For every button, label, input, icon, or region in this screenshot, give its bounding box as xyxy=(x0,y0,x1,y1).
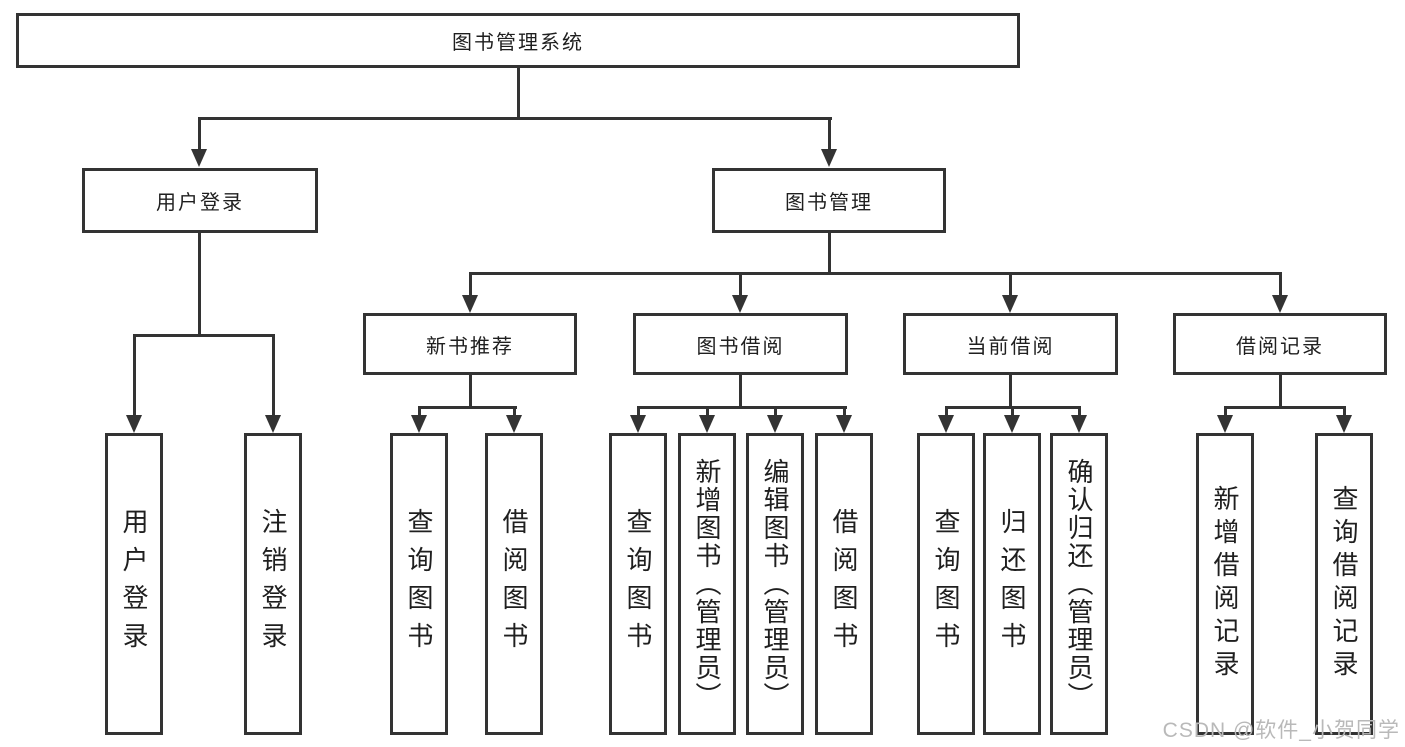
node-book-management: 图书管理 xyxy=(712,168,946,233)
leaf-query-books-recommend-label: 查询图书 xyxy=(404,508,434,660)
leaf-confirm-return-admin-label: 确认归还（管理员） xyxy=(1064,458,1094,710)
arrow-down-icon xyxy=(767,415,783,433)
connector-root-stub xyxy=(517,68,520,119)
leaf-query-books-borrow-label: 查询图书 xyxy=(623,508,653,660)
arrow-down-icon xyxy=(821,149,837,167)
leaf-query-books-recommend: 查询图书 xyxy=(390,433,448,735)
leaf-borrow-books: 借阅图书 xyxy=(815,433,873,735)
arrow-down-icon xyxy=(1004,415,1020,433)
node-current-borrow-label: 当前借阅 xyxy=(966,335,1055,358)
connector-book-management-split xyxy=(469,272,1282,275)
leaf-add-borrow-record-label: 新增借阅记录 xyxy=(1210,485,1240,683)
leaf-user-login-label: 用户登录 xyxy=(119,508,149,660)
connector-new-books-stub xyxy=(469,375,472,408)
leaf-edit-book-admin-label: 编辑图书（管理员） xyxy=(760,458,790,710)
arrow-down-icon xyxy=(265,415,281,433)
connector-to-leaf xyxy=(1011,406,1014,417)
connector-to-borrow-records xyxy=(1279,272,1282,297)
connector-book-borrow-split xyxy=(637,406,847,409)
connector-to-leaf xyxy=(1078,406,1081,417)
leaf-query-books-borrow: 查询图书 xyxy=(609,433,667,735)
connector-to-leaf xyxy=(418,406,421,417)
watermark: CSDN @软件_小贺同学 xyxy=(1162,719,1400,742)
connector-to-leaf xyxy=(706,406,709,417)
arrow-down-icon xyxy=(1272,295,1288,313)
arrow-down-icon xyxy=(411,415,427,433)
leaf-confirm-return-admin: 确认归还（管理员） xyxy=(1050,433,1108,735)
connector-to-leaf xyxy=(1224,406,1227,417)
node-current-borrow: 当前借阅 xyxy=(903,313,1118,375)
arrow-down-icon xyxy=(506,415,522,433)
leaf-query-books-current: 查询图书 xyxy=(917,433,975,735)
leaf-query-books-current-label: 查询图书 xyxy=(931,508,961,660)
node-book-borrow-label: 图书借阅 xyxy=(696,335,785,358)
leaf-user-login: 用户登录 xyxy=(105,433,163,735)
connector-to-current-borrow xyxy=(1009,272,1012,297)
arrow-down-icon xyxy=(732,295,748,313)
leaf-borrow-books-recommend: 借阅图书 xyxy=(485,433,543,735)
connector-current-borrow-stub xyxy=(1009,375,1012,408)
connector-to-leaf xyxy=(637,406,640,417)
leaf-add-book-admin: 新增图书（管理员） xyxy=(678,433,736,735)
connector-to-leaf xyxy=(843,406,846,417)
leaf-return-books: 归还图书 xyxy=(983,433,1041,735)
node-book-borrow: 图书借阅 xyxy=(633,313,848,375)
connector-user-login-stub xyxy=(198,233,201,336)
connector-to-leaf xyxy=(945,406,948,417)
node-borrow-records-label: 借阅记录 xyxy=(1236,335,1324,358)
arrow-down-icon xyxy=(126,415,142,433)
leaf-query-borrow-record-label: 查询借阅记录 xyxy=(1329,485,1359,683)
arrow-down-icon xyxy=(938,415,954,433)
connector-to-leaf xyxy=(272,334,275,416)
leaf-add-borrow-record: 新增借阅记录 xyxy=(1196,433,1254,735)
leaf-query-borrow-record: 查询借阅记录 xyxy=(1315,433,1373,735)
node-book-management-label: 图书管理 xyxy=(785,192,873,214)
leaf-borrow-books-recommend-label: 借阅图书 xyxy=(499,508,529,660)
connector-borrow-records-stub xyxy=(1279,375,1282,408)
connector-new-books-split xyxy=(418,406,517,409)
connector-to-leaf xyxy=(1343,406,1346,417)
arrow-down-icon xyxy=(836,415,852,433)
connector-root-split xyxy=(198,117,832,120)
connector-to-book-management xyxy=(828,117,831,151)
node-new-book-recommend: 新书推荐 xyxy=(363,313,577,375)
connector-user-login-split xyxy=(133,334,275,337)
connector-borrow-records-split xyxy=(1224,406,1346,409)
connector-to-leaf xyxy=(133,334,136,416)
leaf-return-books-label: 归还图书 xyxy=(997,508,1027,660)
leaf-borrow-books-label: 借阅图书 xyxy=(829,508,859,660)
leaf-logout-label: 注销登录 xyxy=(258,508,288,660)
connector-to-leaf xyxy=(513,406,516,417)
leaf-edit-book-admin: 编辑图书（管理员） xyxy=(746,433,804,735)
arrow-down-icon xyxy=(1002,295,1018,313)
node-new-book-recommend-label: 新书推荐 xyxy=(426,335,514,358)
connector-to-user-login xyxy=(198,117,201,151)
node-borrow-records: 借阅记录 xyxy=(1173,313,1387,375)
arrow-down-icon xyxy=(1217,415,1233,433)
arrow-down-icon xyxy=(1336,415,1352,433)
arrow-down-icon xyxy=(191,149,207,167)
node-user-login: 用户登录 xyxy=(82,168,318,233)
connector-to-book-borrow xyxy=(739,272,742,297)
node-root-label: 图书管理系统 xyxy=(452,32,584,54)
connector-book-management-stub xyxy=(828,233,831,274)
arrow-down-icon xyxy=(699,415,715,433)
node-user-login-label: 用户登录 xyxy=(156,192,244,214)
leaf-logout: 注销登录 xyxy=(244,433,302,735)
leaf-add-book-admin-label: 新增图书（管理员） xyxy=(692,458,722,710)
arrow-down-icon xyxy=(1071,415,1087,433)
node-root: 图书管理系统 xyxy=(16,13,1020,68)
connector-book-borrow-stub xyxy=(739,375,742,408)
connector-to-new-books xyxy=(469,272,472,297)
arrow-down-icon xyxy=(462,295,478,313)
connector-to-leaf xyxy=(774,406,777,417)
arrow-down-icon xyxy=(630,415,646,433)
